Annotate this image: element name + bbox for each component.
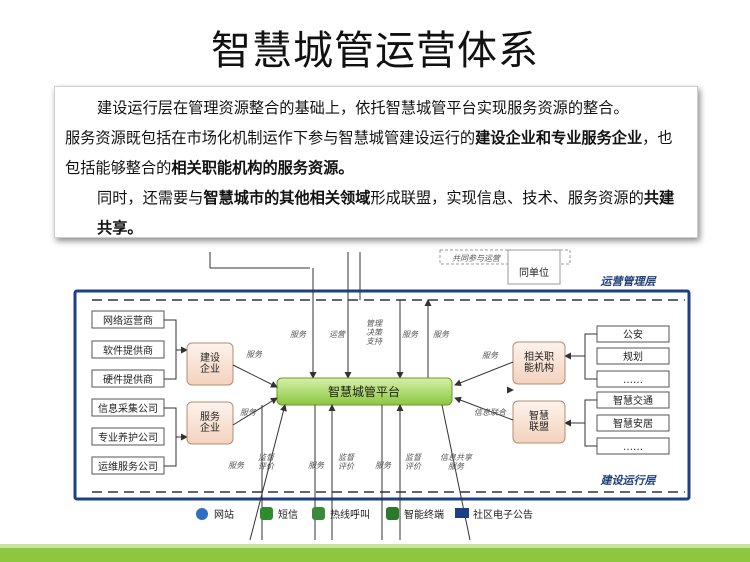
monitor-icon	[455, 508, 469, 518]
p1-text3: ，也包括能够整合的	[65, 129, 673, 177]
right-item-box-4	[596, 414, 670, 432]
left-item-box-1	[91, 340, 165, 359]
partial-top-unit: 同单位	[519, 266, 549, 279]
right-bracket-bottom	[565, 399, 597, 447]
mid-right-box-0	[512, 341, 566, 385]
bottom-label-1: 监督评价	[258, 453, 275, 471]
upper-label-1: 运营	[329, 330, 347, 339]
paragraph-1: 建设运行层在管理资源整合的基础上，依托智慧城管平台实现服务资源的整合。	[65, 93, 687, 123]
paragraph-2: 同时，还需要与智慧城市的其他相关领域形成联盟，实现信息、技术、服务资源的共建共享…	[65, 183, 687, 243]
channel-label-1: 短信	[278, 508, 298, 521]
left-bracket-bottom	[164, 407, 187, 467]
p2-text2: 形成联盟，实现信息、技术、服务资源的	[370, 189, 644, 207]
label-build-service: 服务	[246, 350, 263, 359]
bottom-label-2: 服务	[308, 461, 325, 470]
p2-bold1: 智慧城市的其他相关领域	[203, 189, 371, 207]
p1-bold1: 建设企业和专业服务企业	[475, 129, 643, 147]
sms-icon	[260, 507, 273, 520]
mid-left-box-0	[186, 342, 234, 386]
layer-build-label: 建设运行层	[600, 474, 658, 487]
bottom-label-6: 信息共享服务	[440, 453, 473, 471]
right-item-5: ……	[623, 442, 643, 453]
terminal-icon	[386, 507, 399, 520]
left-item-1: 软件提供商	[103, 344, 153, 357]
partial-top-label: 共同参与运营	[452, 254, 502, 263]
left-item-4: 专业养护公司	[98, 431, 158, 444]
bottom-label-4: 服务	[375, 461, 392, 470]
mid-right-label-0: 相关职能机构	[524, 350, 554, 374]
bottom-label-0: 服务	[228, 461, 245, 470]
upper-label-4: 服务	[433, 330, 450, 339]
upper-label-3: 服务	[402, 330, 419, 339]
left-bracket-top	[164, 319, 187, 380]
right-item-4: 智慧安居	[613, 417, 653, 430]
footer-stripe-light	[0, 544, 750, 548]
label-agency-service: 服务	[482, 351, 499, 360]
right-item-box-1	[596, 347, 670, 365]
channel-label-0: 网站	[214, 508, 234, 521]
channel-label-3: 智能终端	[404, 508, 444, 521]
upper-label-2: 管理决策支持	[366, 319, 384, 346]
right-item-1: 规划	[623, 350, 643, 363]
p1-text2: 服务资源既包括在市场化机制运作下参与智慧城管建设运行的	[65, 129, 476, 147]
channel-label-4: 社区电子公告	[473, 508, 533, 521]
website-icon	[196, 508, 208, 520]
layer-ops-label: 运营管理层	[601, 275, 658, 288]
paragraph-1-cont: 服务资源既包括在市场化机制运作下参与智慧城管建设运行的建设企业和专业服务企业，也…	[65, 123, 687, 183]
bottom-label-3: 监督评价	[338, 453, 355, 471]
slide-title: 智慧城管运营体系	[211, 28, 539, 74]
mid-left-box-1	[186, 401, 234, 445]
left-item-2: 硬件提供商	[103, 373, 153, 386]
left-item-box-4	[91, 427, 165, 446]
phone-icon	[312, 507, 325, 520]
right-item-3: 智慧交通	[613, 394, 653, 407]
p2-bold2: 共建共享。	[97, 189, 675, 237]
label-svc-service: 服务	[240, 408, 257, 417]
description-box: 建设运行层在管理资源整合的基础上，依托智慧城管平台实现服务资源的整合。 服务资源…	[54, 86, 698, 238]
mid-left-label-0: 建设企业	[200, 351, 220, 375]
p1-text1: 建设运行层在管理资源整合的基础上，依托智慧城管平台实现服务资源的整合。	[97, 99, 629, 117]
mid-right-box-1	[512, 400, 566, 444]
mid-left-label-1: 服务企业	[200, 410, 220, 434]
bottom-label-5: 监督评价	[405, 453, 422, 471]
p2-text1: 同时，还需要与	[97, 189, 204, 207]
left-item-3: 信息采集公司	[98, 402, 158, 415]
right-item-2: ……	[623, 375, 643, 386]
left-item-5: 运维服务公司	[98, 460, 158, 473]
right-item-0: 公安	[623, 328, 643, 341]
p1-bold2: 相关职能机构的服务资源。	[171, 159, 354, 177]
center-platform-label: 智慧城管平台	[328, 384, 400, 399]
right-bracket-top	[565, 333, 597, 380]
upper-label-0: 服务	[290, 330, 307, 339]
left-item-0: 网络运营商	[103, 314, 153, 327]
channel-label-2: 热线呼叫	[330, 508, 370, 521]
label-alliance-info: 信息联合	[474, 408, 507, 417]
mid-right-label-1: 智慧联盟	[529, 409, 549, 433]
footer-stripe	[0, 548, 750, 562]
